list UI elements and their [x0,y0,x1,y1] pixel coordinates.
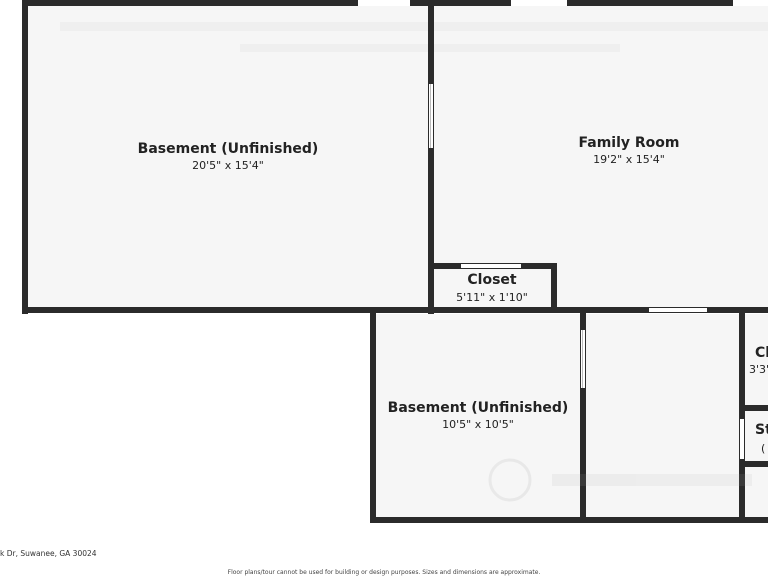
room-dims-closet-right: 3'3" [749,363,768,376]
window-top-1 [358,0,410,6]
room-name-basement-small: Basement (Unfinished) [388,400,569,416]
floor-basement-large [26,6,430,308]
room-name-storage-right: St [755,422,768,438]
opening-lower-top [649,308,707,312]
window-line-mid [430,84,431,148]
opening-closet [461,264,521,268]
room-dims-basement-small: 10'5" x 10'5" [442,418,514,431]
room-name-family-room: Family Room [579,135,680,151]
room-dims-basement-large: 20'5" x 15'4" [192,159,264,172]
room-dims-closet: 5'11" x 1'10" [456,291,528,304]
floor-basement-small [374,314,768,518]
address-text: k Dr, Suwanee, GA 30024 [0,549,97,558]
opening-lower-right [740,419,744,459]
room-dims-storage-right: ( [761,442,765,455]
floor-family-room [434,6,768,308]
room-name-basement-large: Basement (Unfinished) [138,141,319,157]
room-name-closet: Closet [467,272,517,288]
window-top-2 [511,0,567,6]
watermark-logo-bottom [488,458,752,502]
room-name-closet-right: Cl [755,345,768,361]
window-line-lower [582,330,583,388]
window-top-3 [733,0,768,6]
disclaimer-text: Floor plans/tour cannot be used for buil… [227,569,541,576]
room-dims-family-room: 19'2" x 15'4" [593,153,665,166]
